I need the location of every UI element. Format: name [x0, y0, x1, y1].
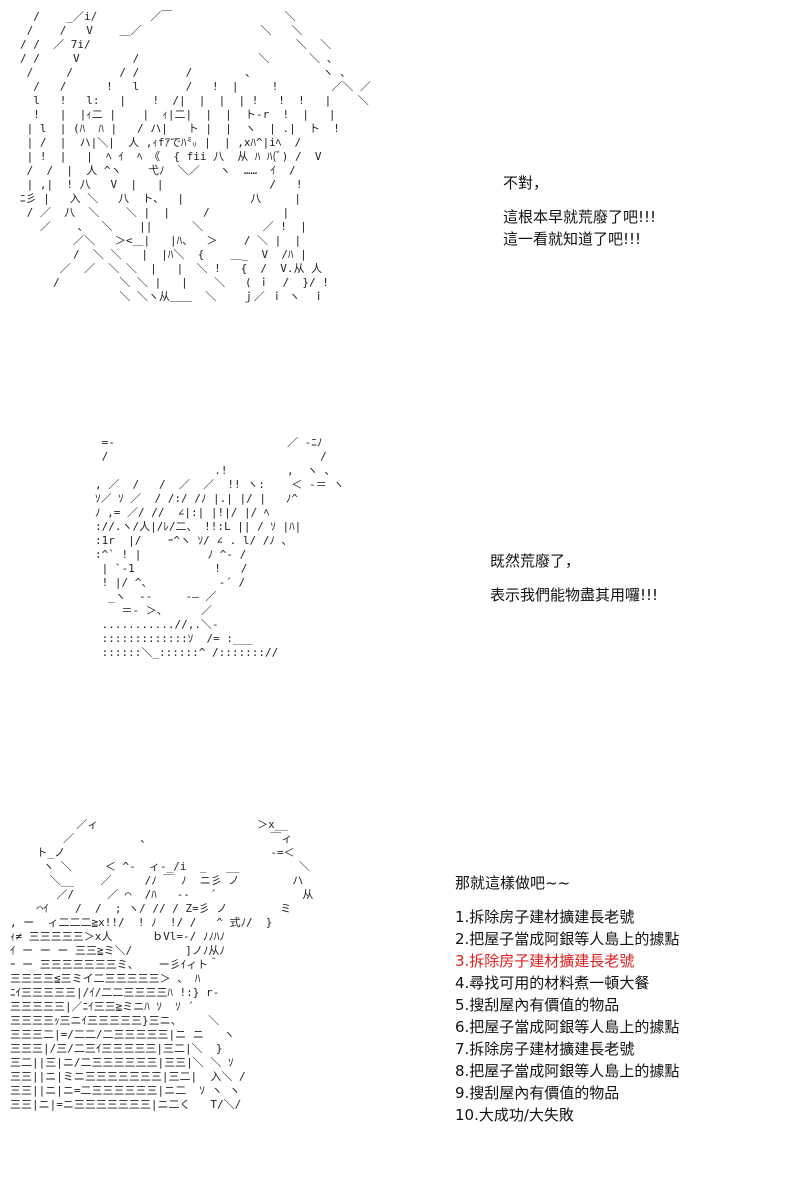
- panel-1: / _／i/ ／￣ ＼ / / V ＿／ ＼ ＼ / / ／ 7i/ ＼ ＼ /…: [0, 0, 800, 420]
- dialogue-line: 不對，: [503, 174, 549, 192]
- dialogue-line: 既然荒廢了，: [490, 552, 581, 570]
- option-item-1: 1.拆除房子建材擴建長老號: [455, 908, 635, 926]
- panel-1-dialogue: 不對， 這根本早就荒廢了吧!!! 這一看就知道了吧!!!: [503, 172, 656, 250]
- option-item-9: 9.搜刮屋內有價值的物品: [455, 1084, 620, 1102]
- panel-3: ／ィ ＞x__ ／ 、 ￣ィ ト_ノ -=＜ ヽ ＼ ＜ ^‐ ィ-_/i _ …: [0, 780, 800, 1200]
- dialogue-intro: 那就這樣做吧~~: [455, 874, 571, 892]
- option-item-2: 2.把屋子當成阿銀等人島上的據點: [455, 930, 680, 948]
- option-item-5: 5.搜刮屋內有價值的物品: [455, 996, 620, 1014]
- option-item-10: 10.大成功/大失敗: [455, 1106, 574, 1124]
- option-item-4: 4.尋找可用的材料煮一頓大餐: [455, 974, 650, 992]
- panel-3-dialogue: 那就這樣做吧~~ 1.拆除房子建材擴建長老號 2.把屋子當成阿銀等人島上的據點 …: [455, 872, 679, 1126]
- option-item-3-highlighted: 3.拆除房子建材擴建長老號: [455, 952, 635, 970]
- ascii-art-character-3: ／ィ ＞x__ ／ 、 ￣ィ ト_ノ -=＜ ヽ ＼ ＜ ^‐ ィ-_/i _ …: [10, 818, 314, 1111]
- dialogue-line: 這一看就知道了吧!!!: [503, 230, 642, 248]
- ascii-art-character-1: / _／i/ ／￣ ＼ / / V ＿／ ＼ ＼ / / ／ 7i/ ＼ ＼ /…: [20, 10, 371, 303]
- option-item-8: 8.把屋子當成阿銀等人島上的據點: [455, 1062, 680, 1080]
- option-item-7: 7.拆除房子建材擴建長老號: [455, 1040, 635, 1058]
- ascii-art-character-2: =- ／ -ﾆﾉ / / .! , ヽ 、 , ／ / / ／ ／ !! ヽ: …: [95, 436, 345, 659]
- dialogue-line: 表示我們能物盡其用囉!!!: [490, 586, 659, 604]
- panel-2-dialogue: 既然荒廢了， 表示我們能物盡其用囉!!!: [490, 550, 658, 606]
- option-item-6: 6.把屋子當成阿銀等人島上的據點: [455, 1018, 680, 1036]
- panel-2: =- ／ -ﾆﾉ / / .! , ヽ 、 , ／ / / ／ ／ !! ヽ: …: [0, 420, 800, 780]
- dialogue-line: 這根本早就荒廢了吧!!!: [503, 208, 657, 226]
